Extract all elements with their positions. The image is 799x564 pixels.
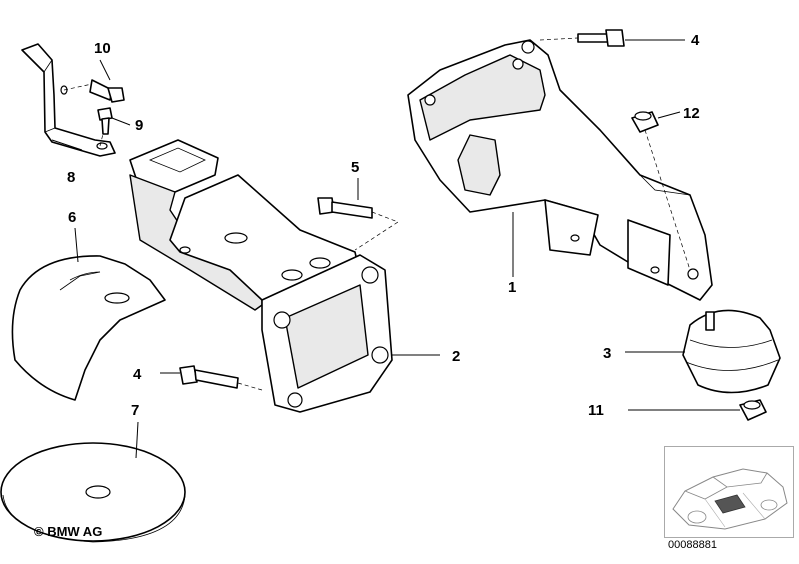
callout-11: 11 bbox=[588, 402, 604, 419]
part-4-bolt-lower bbox=[179, 365, 263, 391]
leader-lines bbox=[51, 39, 740, 459]
vehicle-thumbnail bbox=[664, 446, 794, 538]
callout-10: 10 bbox=[94, 40, 111, 57]
callout-labels: 1 2 3 4 4 5 6 7 8 9 10 11 12 bbox=[67, 32, 700, 419]
car-outline-icon bbox=[672, 468, 788, 530]
reference-number: 00088881 bbox=[668, 539, 717, 551]
callout-4-lower: 4 bbox=[133, 366, 142, 383]
part-6-heat-shield bbox=[11, 255, 166, 401]
part-4-bolt-upper bbox=[539, 29, 625, 47]
callout-2: 2 bbox=[452, 348, 460, 365]
part-3-rubber-mount bbox=[682, 309, 781, 394]
callout-6: 6 bbox=[68, 209, 76, 226]
part-7-pad bbox=[0, 442, 186, 543]
part-5-bolt bbox=[317, 197, 399, 251]
callout-1: 1 bbox=[508, 279, 516, 296]
part-11-nut bbox=[739, 399, 767, 421]
part-2-carrier bbox=[129, 139, 393, 413]
part-8-bracket bbox=[21, 43, 116, 157]
callout-12: 12 bbox=[683, 105, 700, 122]
callout-3: 3 bbox=[603, 345, 611, 362]
callout-9: 9 bbox=[135, 117, 143, 134]
copyright-label: © BMW AG bbox=[34, 524, 103, 539]
part-12-nut bbox=[631, 111, 691, 271]
part-1-engine-bracket bbox=[407, 39, 713, 301]
callout-4-upper: 4 bbox=[691, 32, 700, 49]
callout-8: 8 bbox=[67, 169, 75, 186]
part-9-screw bbox=[97, 107, 113, 135]
part-10-bolt bbox=[89, 79, 125, 103]
callout-7: 7 bbox=[131, 402, 139, 419]
callout-5: 5 bbox=[351, 159, 359, 176]
